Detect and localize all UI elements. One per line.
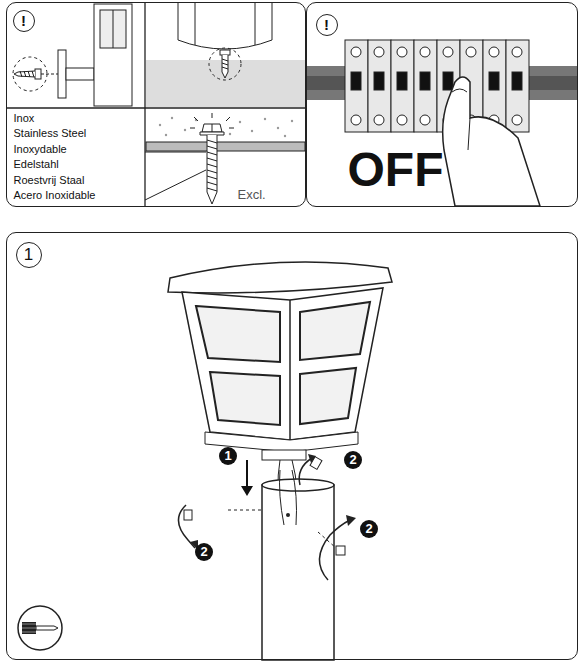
panel-text: Acero Inoxidable xyxy=(14,190,96,201)
panel-text: Inoxydable xyxy=(14,144,67,155)
instruction-panel: ! InoxStainless SteelInoxydableEdelstahlR… xyxy=(6,2,306,207)
instruction-panel: 1 xyxy=(6,232,578,660)
panel-text: Excl. xyxy=(238,188,266,201)
panel-text: Roestvrij Staal xyxy=(14,175,85,186)
panel-text: Edelstahl xyxy=(14,159,59,170)
callout-number: 2 xyxy=(360,520,378,538)
warning-mark: ! xyxy=(13,10,35,32)
warning-mark: ! xyxy=(316,14,338,36)
instruction-panel: ! OFF xyxy=(306,2,578,207)
panel-text: Stainless Steel xyxy=(14,128,87,139)
callout-number: 2 xyxy=(344,451,362,469)
off-label: OFF xyxy=(348,146,444,194)
callout-number: 2 xyxy=(195,543,213,561)
callout-number: 1 xyxy=(219,447,237,465)
panel-text: Inox xyxy=(14,113,35,124)
warning-mark: 1 xyxy=(16,242,42,268)
